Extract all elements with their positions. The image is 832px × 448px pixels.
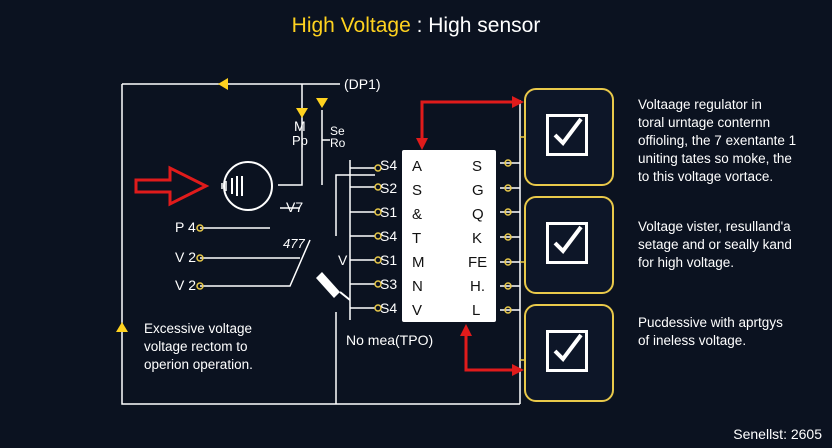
arrow-icon (116, 322, 128, 332)
footer-label: Senellst: 2605 (733, 426, 822, 442)
chip-right-pin: H. (470, 278, 485, 295)
lamp-icon (221, 161, 273, 211)
page-title: High Voltage : High sensor (0, 14, 832, 38)
chip-right-pin: L (472, 302, 481, 319)
m-label: M (294, 118, 306, 134)
chip-left-pin: A (412, 158, 423, 175)
left-bus (350, 167, 375, 309)
ic-chip: A S & T M N V S G Q K FE H. L (402, 150, 496, 322)
chip-right-pin: S (472, 158, 483, 175)
check-icon (546, 114, 588, 156)
arrow-icon (218, 78, 228, 90)
row-label: S2 (380, 180, 398, 196)
chip-left-pin: V (412, 302, 423, 319)
chip-left-pin: S (412, 182, 423, 199)
arrow-icon (134, 165, 210, 207)
check-box-1 (524, 88, 614, 186)
frame-wire (121, 83, 520, 405)
left-note: Excessive voltage voltage rectom to oper… (144, 321, 253, 372)
title-highlight: High Voltage (291, 14, 411, 37)
arrow-icon (420, 100, 514, 140)
note-regulator: Voltaage regulator in toral urntage cont… (638, 97, 797, 184)
input-label-2: V 2 (175, 249, 197, 265)
note-vister: Voltage vister, resulland'a setage and o… (638, 219, 792, 270)
right-bus (500, 162, 520, 311)
chip-left-pin: & (412, 206, 423, 223)
ro-label: Ro (330, 136, 346, 150)
chip-right-pin: Q (472, 206, 484, 223)
pp-label: Pp (292, 133, 308, 148)
arrow-icon (316, 98, 328, 108)
title-rest: : High sensor (416, 14, 541, 37)
row-label: S4 (380, 300, 398, 316)
row-label: S3 (380, 276, 398, 292)
chip-right-pin: K (472, 230, 483, 247)
chip-left-pin: N (412, 278, 423, 295)
se-label: Se (330, 124, 345, 138)
chip-right-pin: G (472, 182, 484, 199)
input-label-3: V 2 (175, 277, 197, 293)
lower-wire (200, 227, 311, 287)
chip-left-pin: T (412, 230, 422, 247)
check-box-2 (524, 196, 614, 294)
arrow-icon (464, 332, 514, 372)
chip-right-pin: FE (468, 254, 488, 271)
note-pucdessive: Pucdessive with aprtgys of ineless volta… (638, 315, 783, 348)
chip-caption: No mea(TPO) (346, 332, 434, 348)
chip-left-pin: M (412, 254, 425, 271)
arrow-icon (296, 108, 308, 118)
probe-icon (316, 272, 351, 301)
v7-label: V7 (286, 199, 304, 215)
row-label: S4 (380, 157, 398, 173)
check-icon (546, 222, 588, 264)
row-label: S1 (380, 204, 398, 220)
mid-wire (280, 174, 375, 236)
row-label: S4 (380, 228, 398, 244)
m477-label: 477 (283, 236, 305, 251)
check-box-3 (524, 304, 614, 402)
check-icon (546, 330, 588, 372)
v-label: V (338, 252, 348, 268)
top-label: (DP1) (344, 76, 381, 92)
row-label: S1 (380, 252, 398, 268)
input-label-1: P 4 (175, 219, 196, 235)
se-wire (321, 110, 330, 185)
